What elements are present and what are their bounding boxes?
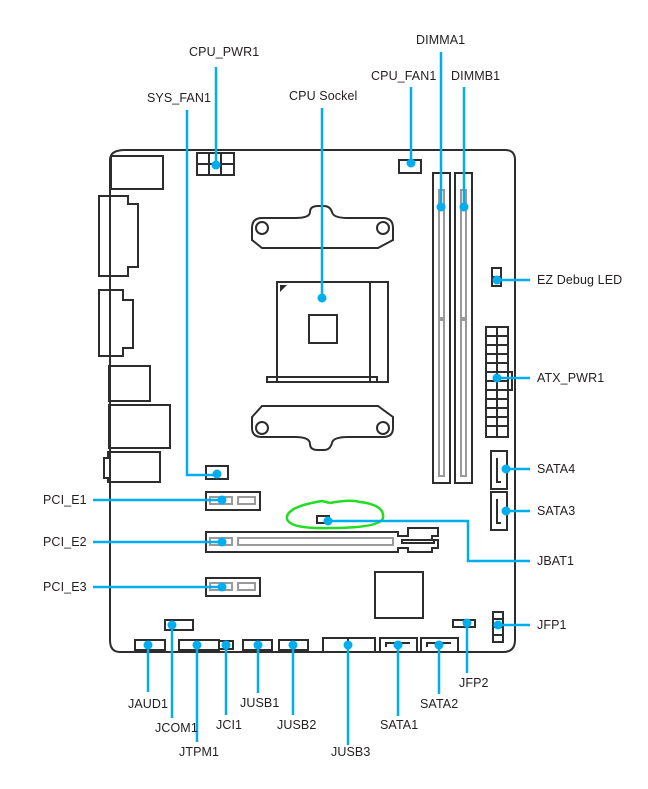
label-pci-e3: PCI_E3 — [43, 580, 87, 594]
highlight-annotation — [285, 499, 385, 530]
chipset — [374, 571, 424, 619]
jaud1-header — [134, 639, 166, 651]
label-pci-e2: PCI_E2 — [43, 535, 87, 549]
rear-io-ports — [98, 155, 171, 483]
cpu-socket — [266, 281, 389, 383]
label-sata3: SATA3 — [537, 504, 576, 518]
label-sata1: SATA1 — [380, 718, 419, 732]
dimm-a1-slot — [432, 172, 451, 484]
pci-e2-slot — [205, 527, 439, 553]
label-jtpm1: JTPM1 — [179, 745, 220, 759]
label-cpu-fan1: CPU_FAN1 — [371, 69, 437, 83]
label-jaud1: JAUD1 — [128, 697, 169, 711]
label-jfp1: JFP1 — [537, 618, 567, 632]
label-pci-e1: PCI_E1 — [43, 493, 87, 507]
label-jfp2: JFP2 — [459, 676, 489, 690]
label-jci1: JCI1 — [216, 718, 243, 732]
label-jusb3: JUSB3 — [331, 745, 371, 759]
label-sata2: SATA2 — [420, 697, 459, 711]
label-ez-debug-led: EZ Debug LED — [537, 273, 623, 287]
label-dimma1: DIMMA1 — [416, 33, 466, 47]
leader-lines — [93, 52, 530, 745]
dimm-b1-slot — [454, 172, 473, 484]
label-jcom1: JCOM1 — [155, 721, 198, 735]
jfp1-header — [492, 611, 504, 643]
cpu-retention-top — [251, 205, 394, 249]
jcom1-header — [164, 619, 194, 631]
sys-fan1-connector — [205, 465, 229, 480]
cpu-retention-bottom — [251, 405, 394, 451]
label-cpu-socket: CPU Sockel — [289, 89, 358, 103]
label-sata4: SATA4 — [537, 462, 576, 476]
label-cpu-pwr1: CPU_PWR1 — [189, 45, 260, 59]
label-atx-pwr1: ATX_PWR1 — [537, 371, 605, 385]
label-sys-fan1: SYS_FAN1 — [147, 91, 212, 105]
label-jusb1: JUSB1 — [240, 696, 280, 710]
label-jbat1: JBAT1 — [537, 554, 575, 568]
label-dimmb1: DIMMB1 — [451, 69, 501, 83]
label-jusb2: JUSB2 — [277, 718, 317, 732]
